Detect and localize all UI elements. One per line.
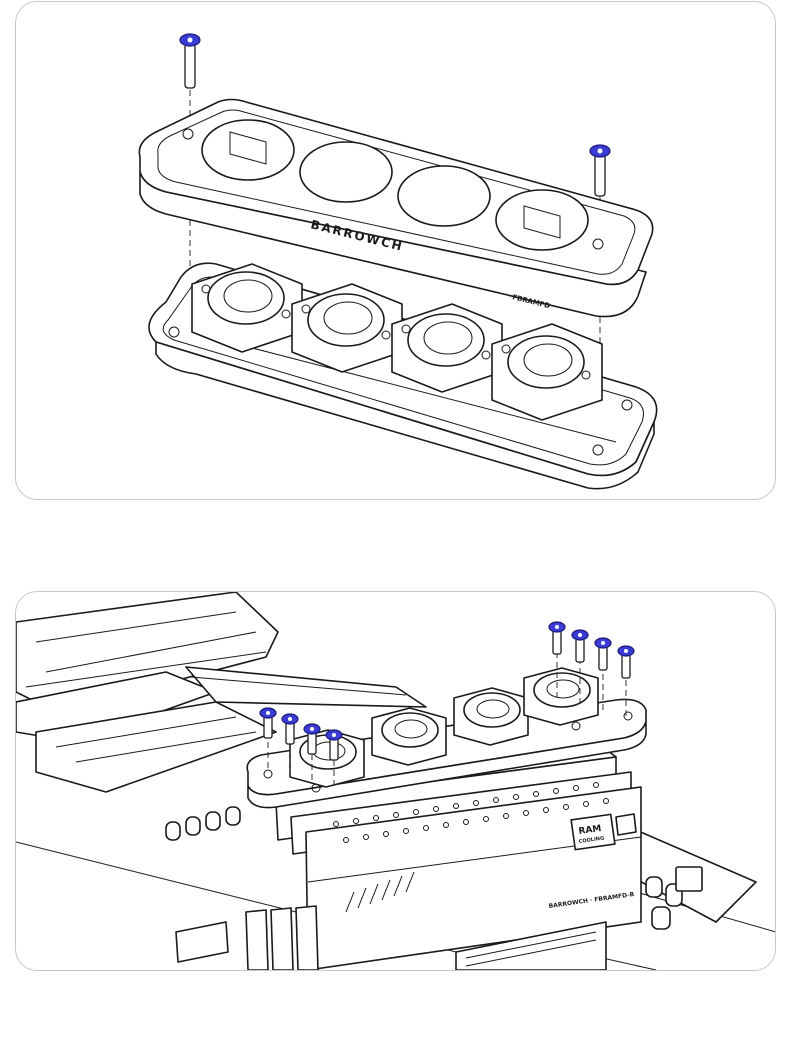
fan-opening bbox=[397, 165, 491, 227]
cooling-label: COOLING bbox=[578, 835, 604, 844]
capacitors bbox=[165, 806, 703, 930]
dimm-slot-clips bbox=[175, 905, 319, 970]
screw-group-right bbox=[548, 621, 635, 679]
fan-opening bbox=[201, 119, 295, 181]
installed-fan-4 bbox=[523, 667, 599, 726]
screw bbox=[617, 645, 635, 679]
ram-vent-slots bbox=[345, 871, 415, 913]
installed-fan-1 bbox=[289, 729, 365, 788]
screw-left bbox=[179, 33, 201, 89]
mount-hole bbox=[592, 238, 604, 250]
fan-cover-frame: BARROWCH FBRAMFD bbox=[138, 98, 654, 318]
power-connector bbox=[455, 921, 607, 970]
installation-view-drawing: RAM COOLING BARROWCH · FBRAMFD-B bbox=[16, 592, 775, 970]
fan-opening bbox=[299, 141, 393, 203]
fan-2 bbox=[291, 283, 403, 373]
exploded-view-drawing: BARROWCH FBRAMFD bbox=[138, 33, 658, 490]
ram-top-pins bbox=[333, 782, 609, 843]
screw bbox=[281, 713, 299, 745]
fan-3 bbox=[391, 303, 503, 393]
screw bbox=[259, 707, 277, 739]
screw-right bbox=[589, 144, 611, 197]
screw-guides bbox=[267, 652, 627, 790]
mount-hole bbox=[168, 326, 180, 338]
screw bbox=[548, 621, 566, 655]
exploded-view-panel: BARROWCH FBRAMFD bbox=[15, 1, 776, 500]
ram-badge bbox=[570, 813, 616, 851]
vrm-heatsink bbox=[16, 592, 427, 793]
screw bbox=[594, 637, 612, 671]
fan-opening bbox=[495, 189, 589, 251]
ram-logo-icon bbox=[615, 813, 637, 836]
ram-label: RAM bbox=[578, 824, 602, 837]
installation-view-panel: RAM COOLING BARROWCH · FBRAMFD-B bbox=[15, 591, 776, 971]
screw bbox=[325, 729, 343, 761]
fan-4 bbox=[491, 323, 603, 421]
mount-hole bbox=[592, 444, 604, 456]
screw-group-left bbox=[259, 707, 343, 761]
screw bbox=[303, 723, 321, 755]
mount-hole bbox=[621, 399, 633, 411]
mount-hole bbox=[182, 128, 194, 140]
installed-fan-2 bbox=[371, 707, 447, 766]
screw bbox=[571, 629, 589, 663]
installed-fan-3 bbox=[453, 687, 529, 746]
